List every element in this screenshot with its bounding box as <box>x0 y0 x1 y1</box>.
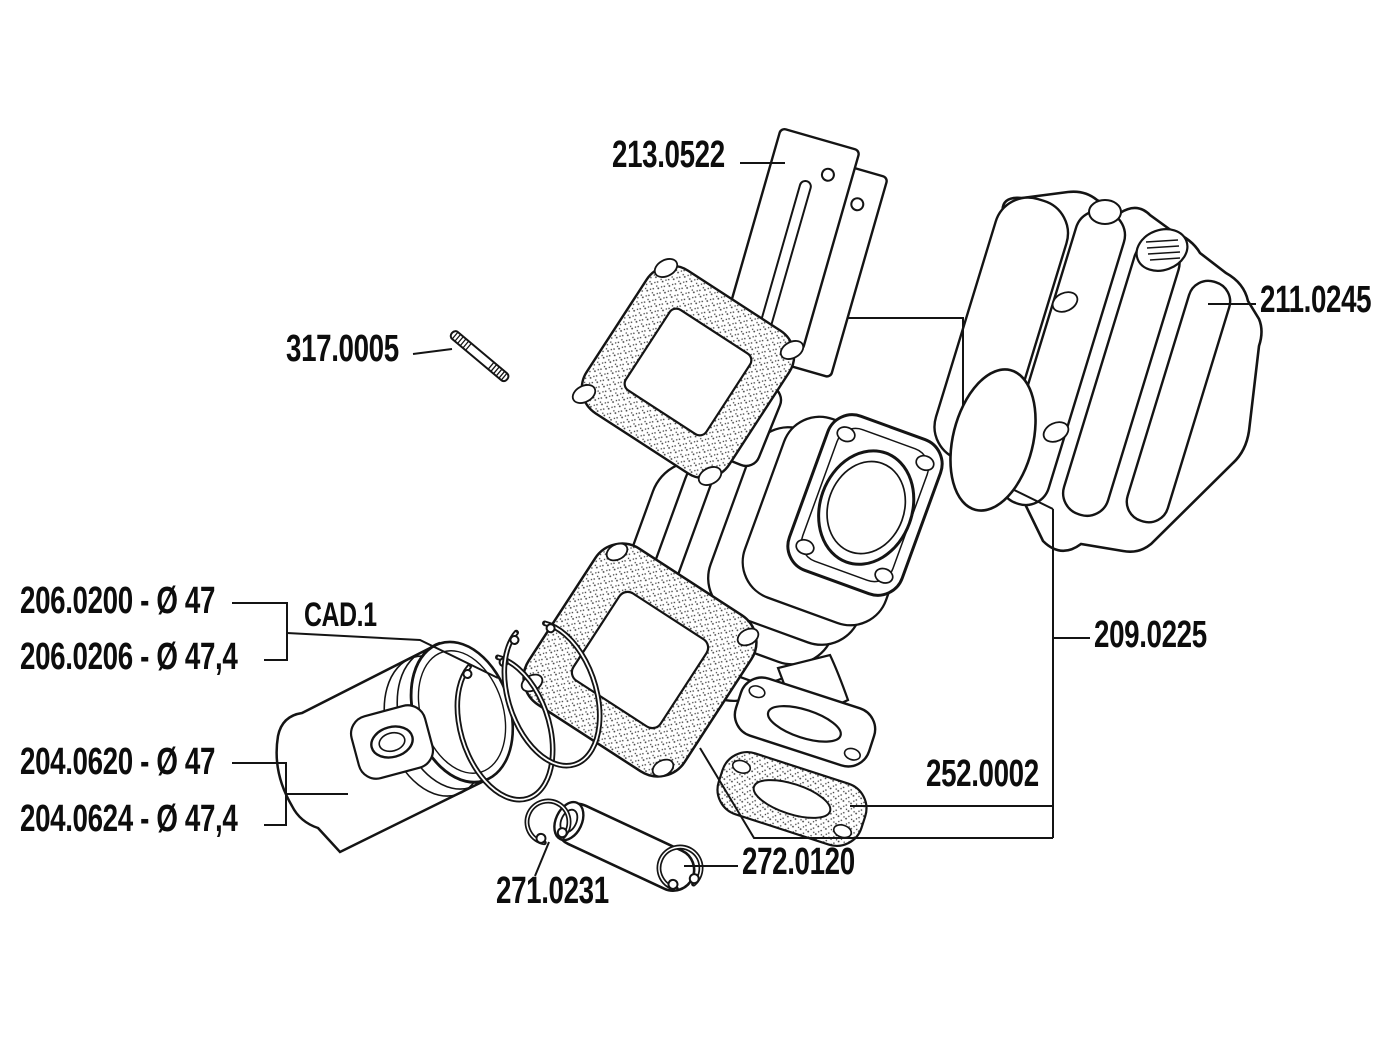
label-rings-47: 206.0200 - Ø 47 <box>20 580 216 622</box>
label-piston-474: 204.0624 - Ø 47,4 <box>20 798 238 840</box>
cylinder-head <box>933 190 1263 553</box>
spark-plug-boss <box>1135 228 1189 272</box>
stud-bolt <box>449 330 510 383</box>
label-cylinder-kit: 209.0225 <box>1094 614 1207 656</box>
leader-271 <box>534 841 550 877</box>
piston-ring <box>501 620 603 769</box>
circlip-left <box>524 798 572 846</box>
base-gasket <box>520 542 760 778</box>
label-piston-47: 204.0620 - Ø 47 <box>20 741 216 783</box>
reed-valve-gasket <box>571 258 805 486</box>
leader-317 <box>412 348 453 355</box>
label-cylinder-head: 211.0245 <box>1260 279 1372 321</box>
leader-lines <box>232 162 1256 877</box>
cylinder-flange <box>786 413 944 597</box>
circlip-right <box>656 844 704 892</box>
head-gasket <box>949 368 1037 512</box>
piston <box>275 640 515 854</box>
exhaust-gasket <box>716 751 868 847</box>
exhaust-flange <box>733 676 877 768</box>
cylinder-bore <box>817 449 916 566</box>
label-circlips: 272.0120 <box>742 841 855 883</box>
piston-ring <box>454 654 556 803</box>
label-stud: 317.0005 <box>286 328 399 370</box>
bracket-204 <box>232 762 348 826</box>
piston-rings <box>454 620 603 803</box>
reed-petals <box>723 127 888 378</box>
wrist-pin-boss <box>349 704 435 780</box>
label-exhaust-gasket: 252.0002 <box>926 753 1039 795</box>
label-piston-pin: 271.0231 <box>496 870 609 912</box>
label-rings-note: CAD.1 <box>304 596 377 634</box>
kit-bracket-209 <box>699 509 1090 839</box>
label-reed-petals: 213.0522 <box>612 134 725 176</box>
label-rings-474: 206.0206 - Ø 47,4 <box>20 636 238 678</box>
bracket-206 <box>232 602 499 679</box>
